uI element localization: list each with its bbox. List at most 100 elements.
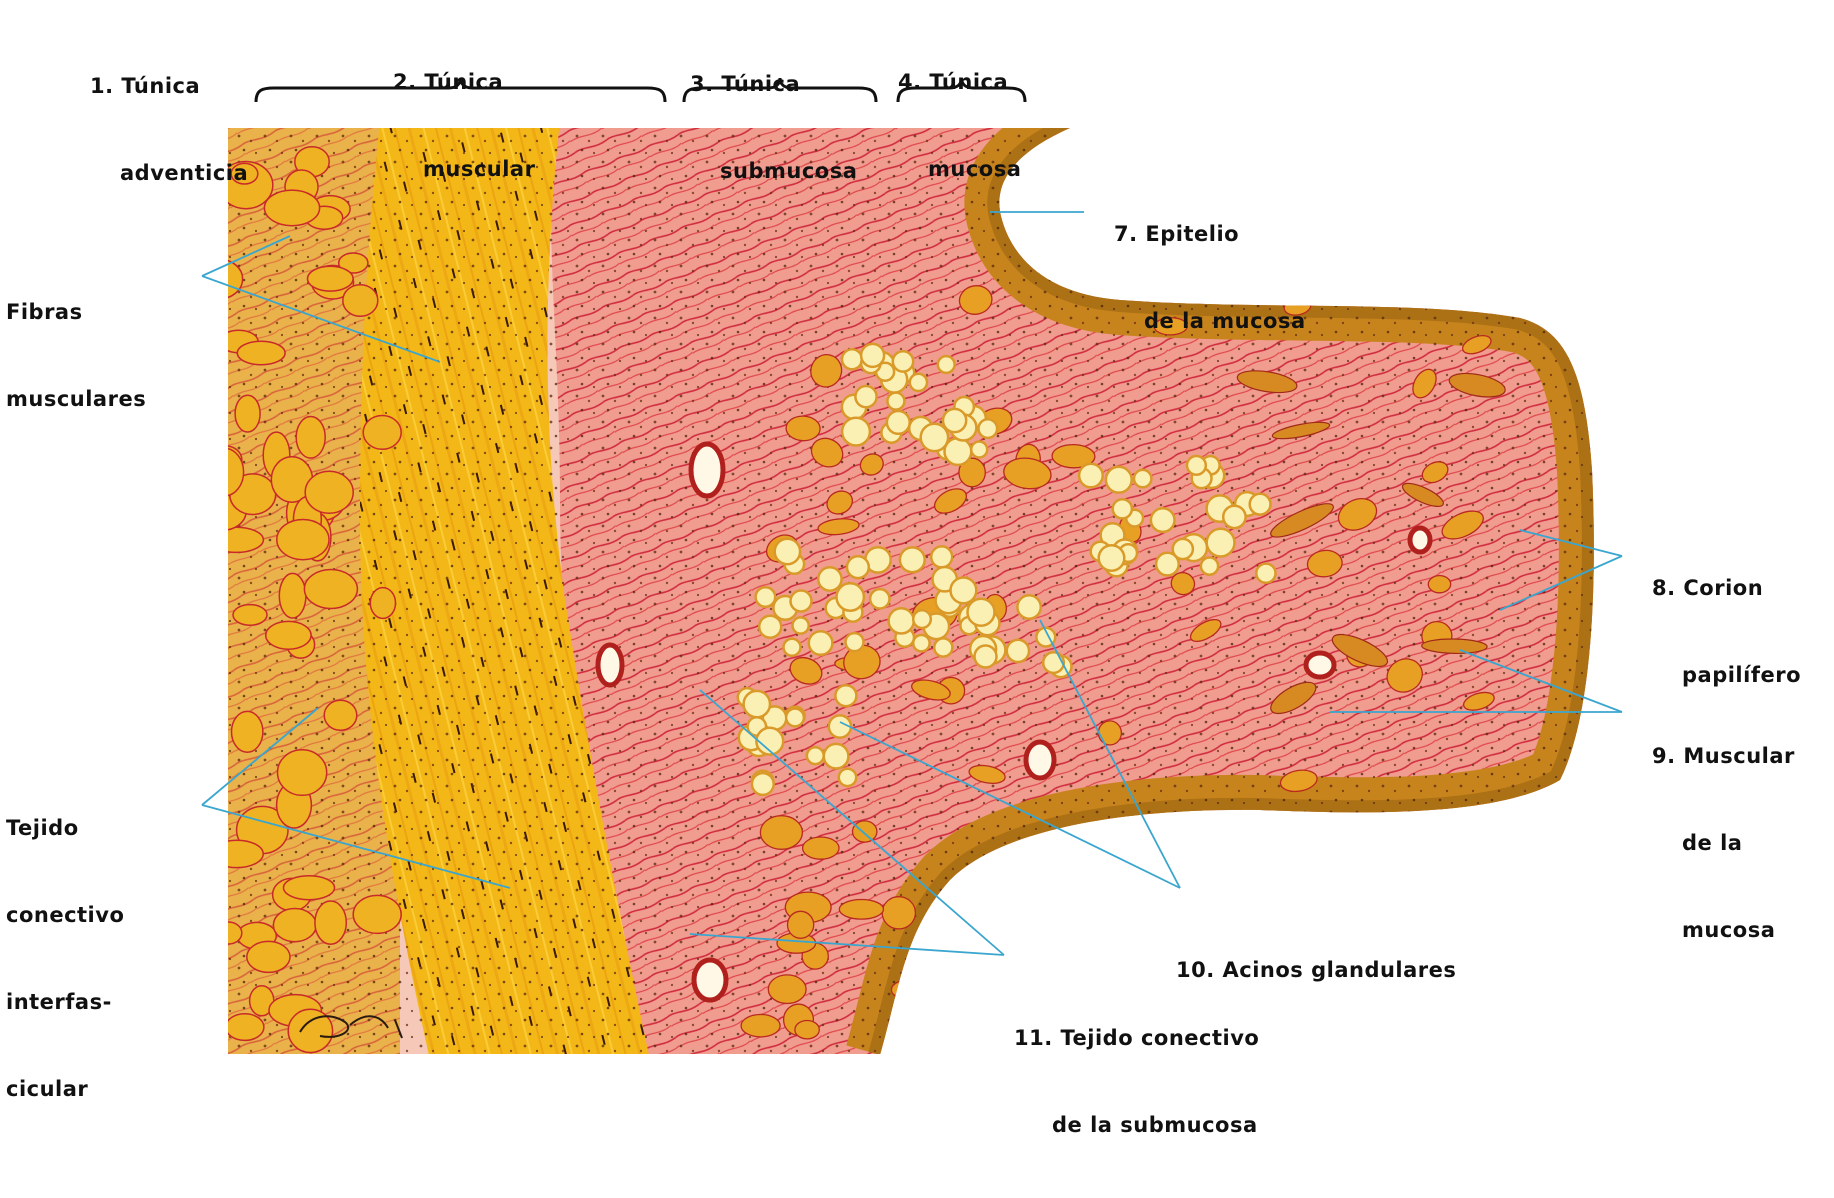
histology-illustration: 1. Túnica adventicia 2. Túnica muscular … — [0, 0, 1834, 1054]
label-tunica-adventicia: 1. Túnica adventicia — [90, 14, 248, 246]
acinus — [971, 442, 987, 458]
vessel — [1306, 653, 1334, 677]
acinus — [842, 418, 870, 446]
fascicle — [343, 285, 378, 317]
fascicle — [209, 527, 264, 552]
fascicle — [273, 909, 316, 942]
acinus — [1151, 508, 1175, 532]
label-tejido-conectivo-submucosa: 11. Tejido conectivo de la submucosa — [1014, 966, 1259, 1198]
acinus — [839, 769, 856, 786]
acinus — [931, 546, 952, 567]
label-tejido-conectivo-interfascicular: Tejido conectivo interfas- cicular — [6, 756, 124, 1162]
acinus — [968, 599, 995, 626]
acinus — [1256, 564, 1275, 583]
fascicle — [315, 901, 346, 944]
vessel — [1026, 742, 1054, 778]
acinus — [818, 567, 841, 590]
fascicle — [803, 837, 839, 859]
acinus — [975, 646, 997, 668]
acinus — [921, 424, 948, 451]
acinus — [744, 691, 770, 717]
fascicle — [196, 259, 243, 299]
label-epitelio-mucosa: 7. Epitelio de la mucosa — [1114, 162, 1306, 394]
fascicle — [296, 417, 325, 459]
label-tunica-muscular: 2. Túnica muscular — [393, 10, 535, 242]
fascicle — [247, 941, 290, 972]
fascicle — [205, 448, 244, 496]
acinus — [793, 617, 809, 633]
fascicle — [786, 416, 821, 442]
acinus — [842, 349, 862, 369]
acinus — [1173, 539, 1193, 559]
acinus — [1113, 499, 1132, 518]
acinus — [1079, 464, 1103, 488]
fascicle — [305, 471, 353, 513]
fascicle — [277, 520, 329, 560]
fascicle — [215, 922, 242, 944]
vessel — [1410, 528, 1430, 552]
fascicle — [233, 605, 267, 626]
acinus — [910, 374, 927, 391]
acinus — [855, 386, 876, 407]
fascicle — [353, 895, 401, 933]
acinus — [1099, 545, 1125, 571]
fascicle — [284, 876, 335, 900]
acinus — [1187, 456, 1206, 475]
fascicle — [264, 190, 319, 226]
fascicle — [788, 911, 814, 938]
fascicle — [839, 900, 883, 920]
fascicle — [1428, 575, 1451, 593]
fascicle — [741, 1014, 780, 1036]
fascicle — [308, 266, 354, 291]
acinus — [791, 591, 812, 612]
fascicle — [370, 588, 395, 619]
acinus — [847, 556, 869, 578]
acinus — [752, 773, 774, 795]
acinus — [938, 356, 955, 373]
acinus — [824, 744, 849, 769]
acinus — [809, 631, 833, 655]
fascicle — [882, 897, 915, 929]
acinus — [893, 351, 913, 371]
acinus — [807, 747, 824, 764]
label-tunica-mucosa: 4. Túnica mucosa — [898, 10, 1021, 242]
fascicle — [279, 573, 306, 618]
fascicle — [226, 1014, 264, 1041]
acinus — [900, 547, 925, 572]
acinus — [1134, 470, 1151, 487]
acinus — [759, 616, 781, 638]
fascicle — [237, 341, 285, 365]
acinus — [913, 635, 929, 651]
vessel — [694, 960, 726, 1000]
fascicle — [235, 395, 260, 432]
acinus — [1043, 652, 1064, 673]
acinus — [934, 638, 952, 656]
acinus — [756, 587, 776, 607]
fascicle — [211, 840, 264, 867]
acinus — [887, 393, 904, 410]
acinus — [1207, 529, 1235, 557]
acinus — [775, 539, 800, 564]
acinus — [846, 633, 864, 651]
acinus — [1007, 640, 1029, 662]
fascicle — [324, 700, 357, 730]
fascicle — [232, 711, 263, 752]
acinus — [889, 608, 914, 633]
fascicle — [278, 750, 327, 796]
acinus — [1106, 467, 1132, 493]
label-fibras-musculares: Fibras musculares — [6, 240, 146, 472]
acinus — [835, 685, 856, 706]
acinus — [913, 610, 931, 628]
acinus — [1201, 558, 1218, 575]
fascicle — [304, 570, 357, 609]
acinus — [870, 589, 889, 608]
vessel — [598, 645, 622, 685]
fascicle — [891, 979, 937, 1001]
acinus — [861, 344, 884, 367]
acinus — [786, 709, 804, 727]
acinus — [784, 639, 801, 656]
fascicle — [853, 821, 877, 842]
fascicle — [795, 1020, 819, 1038]
acinus — [951, 578, 977, 604]
acinus — [979, 419, 998, 438]
